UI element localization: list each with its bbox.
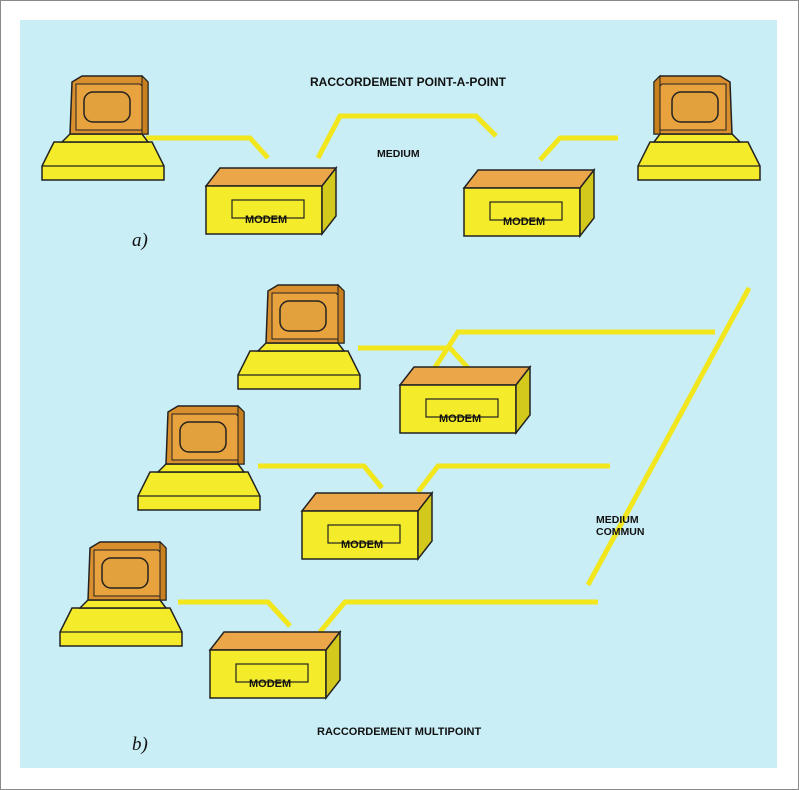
cable-b-1-terminal xyxy=(358,345,470,370)
cable-a-left-terminal xyxy=(146,135,270,160)
modem-a-right-label: MODEM xyxy=(503,216,545,228)
terminal-b-3 xyxy=(59,541,183,647)
cable-b-3-terminal xyxy=(178,599,292,628)
cable-a-right-terminal xyxy=(538,135,618,162)
section-a-part-label: a) xyxy=(132,230,148,251)
modem-a-left-label: MODEM xyxy=(245,214,287,226)
medium-commun-label-2: COMMUN xyxy=(596,526,644,538)
terminal-b-2 xyxy=(137,405,261,511)
cable-a-medium xyxy=(315,113,498,160)
branch-b-2 xyxy=(416,463,610,494)
branch-b-3 xyxy=(318,599,598,634)
terminal-a-right xyxy=(637,75,761,181)
network-diagram: RACCORDEMENT POINT-A-POINT MEDIUM MODEM … xyxy=(41,75,761,755)
medium-commun-bus xyxy=(585,286,752,587)
modem-b-3-label: MODEM xyxy=(249,678,291,690)
medium-commun-label-1: MEDIUM xyxy=(596,514,639,526)
cable-b-2-terminal xyxy=(258,463,384,490)
section-a-title: RACCORDEMENT POINT-A-POINT xyxy=(310,75,507,89)
section-b-part-label: b) xyxy=(132,734,148,755)
modem-b-2-label: MODEM xyxy=(341,539,383,551)
modem-b-1-label: MODEM xyxy=(439,413,481,425)
terminal-b-1 xyxy=(237,284,361,390)
branch-b-1 xyxy=(429,329,715,374)
section-a-medium-label: MEDIUM xyxy=(377,148,420,160)
section-b-title: RACCORDEMENT MULTIPOINT xyxy=(317,726,481,738)
terminal-a-left xyxy=(41,75,165,181)
